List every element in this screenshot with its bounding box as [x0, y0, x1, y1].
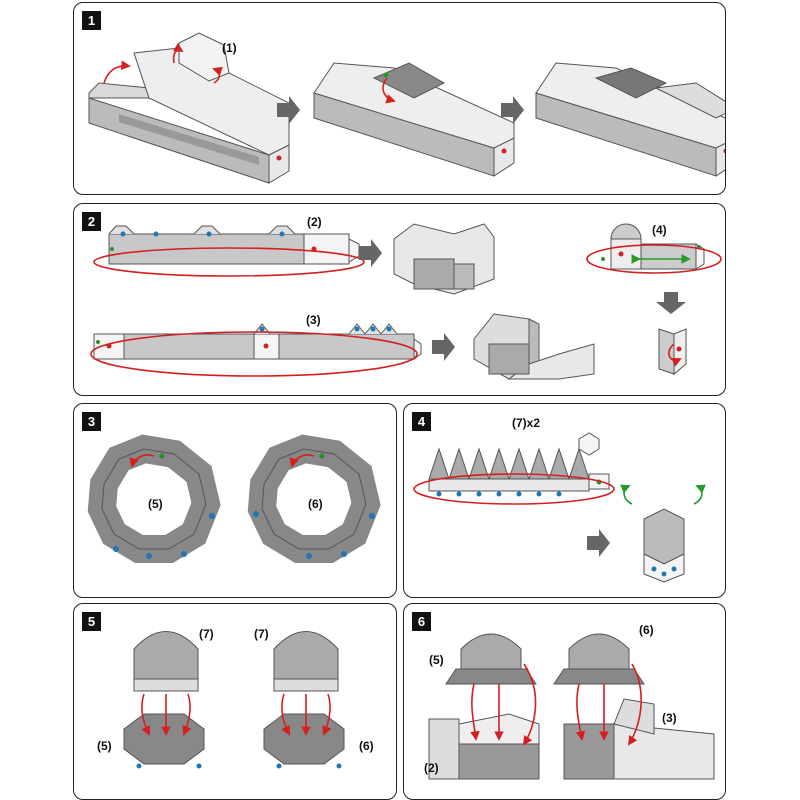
dome-7-left	[133, 631, 199, 692]
step-6-number: 6	[412, 612, 431, 631]
part-label-2: (2)	[307, 215, 322, 229]
step-2-illustration: (2) (4)	[90, 215, 722, 380]
assembled-crown-7	[643, 508, 685, 583]
building-part-1a	[88, 47, 290, 184]
ring-piece-6	[247, 434, 381, 563]
part-label-1: (1)	[222, 41, 237, 55]
tower-6-top	[553, 633, 645, 685]
ring-piece-5	[87, 434, 221, 563]
part-label-7-right: (7)	[254, 627, 269, 641]
step-5-number: 5	[82, 612, 101, 631]
part-label-3: (3)	[306, 313, 321, 327]
part-label-7: (7)x2	[512, 416, 540, 430]
part-label-7-left: (7)	[199, 627, 214, 641]
part-label-2: (2)	[424, 761, 439, 775]
assembled-part-2	[393, 223, 495, 295]
ring-6-assembled	[263, 713, 345, 769]
step-3-illustration: (5) (6)	[87, 434, 381, 563]
part-label-6: (6)	[639, 623, 654, 637]
assembled-part-4	[658, 328, 687, 376]
part-label-6: (6)	[308, 497, 323, 511]
step-4-number: 4	[412, 412, 431, 431]
building-part-1c	[535, 62, 725, 177]
flat-piece-2	[108, 225, 360, 265]
part-label-5: (5)	[429, 653, 444, 667]
flat-piece-3	[93, 323, 422, 360]
step-1-panel: 1 (1)	[73, 2, 726, 195]
part-label-4: (4)	[652, 223, 667, 237]
step-5-panel: 5 (7) (5) (7) (6)	[73, 603, 397, 800]
step-4-illustration: (7)x2	[413, 416, 706, 583]
down-arrow-icon	[656, 292, 686, 314]
part-label-3: (3)	[662, 711, 677, 725]
tower-3-base	[563, 698, 715, 780]
part-label-5: (5)	[97, 739, 112, 753]
building-part-1b	[313, 62, 515, 177]
right-arrow-icon	[501, 96, 524, 124]
step-1-illustration: (1)	[88, 32, 725, 184]
ring-5-assembled	[123, 713, 205, 769]
right-arrow-icon	[277, 96, 300, 124]
step-4-panel: 4 (7)x2	[403, 403, 726, 598]
step-3-number: 3	[82, 412, 101, 431]
part-label-6: (6)	[359, 739, 374, 753]
right-arrow-icon	[432, 333, 455, 361]
tower-5-top	[445, 633, 537, 685]
step-1-number: 1	[82, 11, 101, 30]
step-2-number: 2	[82, 212, 101, 231]
right-arrow-icon	[587, 529, 610, 557]
flat-piece-7	[428, 432, 610, 497]
assembled-part-3	[473, 313, 595, 380]
part-label-5: (5)	[148, 497, 163, 511]
step-5-illustration: (7) (5) (7) (6)	[97, 627, 374, 769]
tower-2-base	[428, 713, 540, 780]
right-arrow-icon	[359, 239, 382, 267]
step-6-panel: 6 (5) (2) (6) (3)	[403, 603, 726, 800]
dome-7-right	[273, 631, 339, 692]
step-2-panel: 2 (2)	[73, 203, 726, 396]
step-3-panel: 3 (5) (6)	[73, 403, 397, 598]
step-6-illustration: (5) (2) (6) (3)	[424, 623, 715, 780]
